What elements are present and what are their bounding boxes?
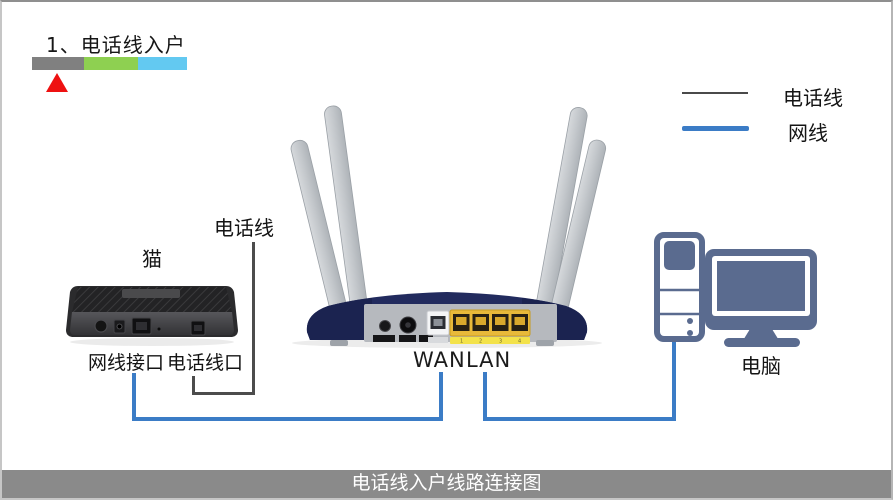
router-left-wing [306, 298, 372, 340]
modem-power-button [94, 319, 108, 333]
progress-segment-1 [32, 57, 84, 70]
tower-button-1 [687, 318, 693, 324]
phone-cable-horizontal [192, 392, 255, 395]
router-reset-button [379, 320, 391, 332]
router-icon: 1 2 3 4 [290, 105, 607, 348]
modem-power-jack-pin [116, 323, 123, 330]
router-wan-strip [428, 337, 448, 343]
progress-bar [32, 57, 187, 70]
incoming-phone-line-label: 电话线 [214, 216, 274, 240]
modem-ethernet-port-label: 网线接口 [88, 352, 165, 374]
network-cable-modem-drop [132, 373, 136, 421]
legend-phone-line-swatch [682, 92, 748, 94]
network-cable-lan-to-pc [483, 417, 676, 421]
router-antennas [290, 105, 607, 339]
svg-text:1: 1 [460, 339, 463, 345]
modem-front-face [70, 312, 234, 335]
computer-label: 电脑 [741, 354, 781, 378]
router-lan-port-2-pin [475, 317, 486, 325]
router-wan-label: WAN [413, 348, 466, 372]
footer-caption: 电话线入户线路连接图 [351, 472, 542, 494]
modem-phone-port-label: 电话线口 [167, 352, 244, 374]
modem-label: 猫 [142, 247, 162, 271]
svg-text:4: 4 [518, 339, 521, 345]
router-lan-port-1-pin [456, 317, 467, 325]
step-title: 1、电话线入户 [46, 33, 186, 57]
router-lan-port-3-pin [495, 317, 506, 325]
monitor-screen [717, 261, 805, 311]
svg-text:3: 3 [499, 339, 502, 345]
phone-cable-to-modem-port [192, 376, 195, 395]
router-power-label-strip [399, 335, 416, 342]
router-lan-block [449, 309, 531, 337]
modem-phone-port-slot [194, 325, 202, 331]
modem-ethernet-port-slot [136, 322, 147, 330]
phone-cable-vertical-from-wall [252, 242, 255, 395]
router-foot-left [330, 340, 348, 346]
router-label-strip [419, 335, 433, 342]
progress-segment-2 [84, 57, 138, 70]
network-cable-modem-to-wan [132, 417, 443, 421]
legend-network-line-label: 网线 [788, 121, 828, 145]
progress-pointer-icon [46, 73, 68, 92]
legend-phone-line-label: 电话线 [783, 86, 843, 110]
router-wan-port-pin [433, 319, 443, 326]
progress-segment-3 [138, 57, 187, 70]
tower-button-2 [687, 330, 693, 336]
computer-icon [654, 232, 817, 347]
router-lan-number-strip [450, 337, 530, 344]
modem-led-hole [157, 327, 161, 331]
router-lan-label: LAN [466, 348, 512, 372]
computer-monitor [705, 249, 817, 347]
modem-icon [66, 286, 238, 346]
modem-brand-plate [122, 289, 180, 298]
modem-shadow [70, 338, 234, 346]
network-cable-lan-drop [483, 372, 487, 421]
tower-drive-bay [664, 241, 695, 270]
network-cable-pc-riser [672, 339, 676, 421]
router-foot-right [536, 340, 554, 346]
modem-top-vents [72, 287, 232, 312]
router-power-jack-pin [405, 322, 411, 328]
monitor-base [724, 338, 800, 347]
network-cable-wan-riser [439, 372, 443, 421]
router-reset-label-strip [373, 335, 395, 342]
legend-network-line-swatch [682, 126, 749, 131]
router-lan-numbers: 1 2 3 4 [460, 339, 521, 345]
computer-tower [654, 232, 705, 342]
footer-caption-bar: 电话线入户线路连接图 [2, 470, 891, 498]
svg-text:2: 2 [479, 339, 482, 345]
router-lan-ports [453, 314, 528, 331]
router-lan-port-4-pin [514, 317, 525, 325]
